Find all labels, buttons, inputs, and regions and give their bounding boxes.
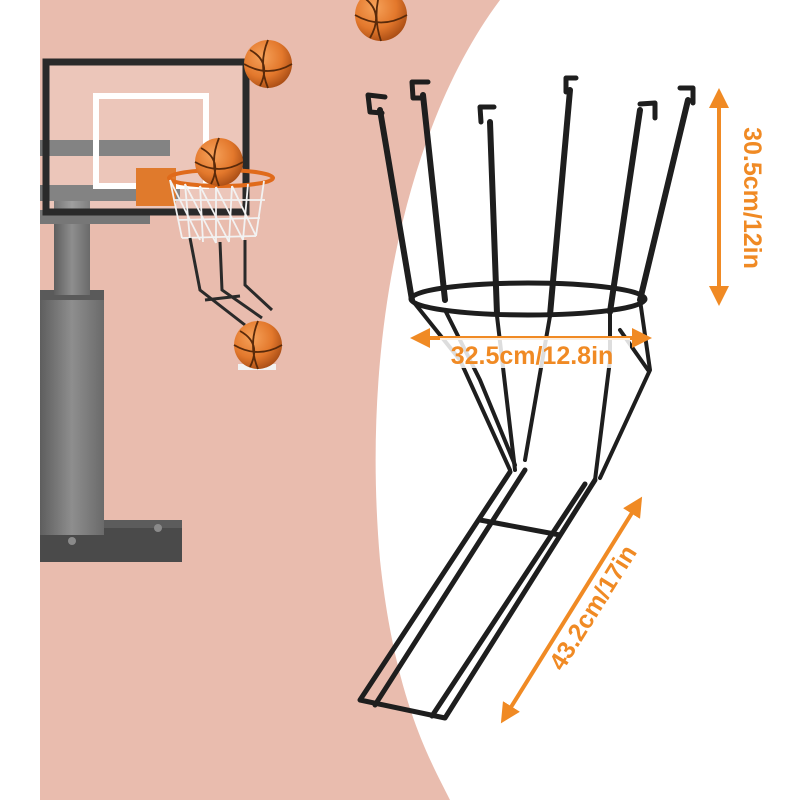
basketball-stand [40,58,276,562]
hoop-return-chute [188,237,274,327]
frame-funnel [410,298,652,482]
length-label: 43.2cm/17in [544,540,643,675]
basketball-top [354,0,408,42]
hoop-net [169,179,265,244]
basketball-chute [233,320,283,370]
basketball-backboard [243,39,293,89]
stand-pole-lower [40,290,104,535]
height-label: 30.5cm/12in [738,127,766,269]
frame-hooks [365,75,696,125]
width-label: 32.5cm/12.8in [451,342,614,370]
length-arrow-icon [500,496,643,724]
basketball-rim [194,137,244,187]
